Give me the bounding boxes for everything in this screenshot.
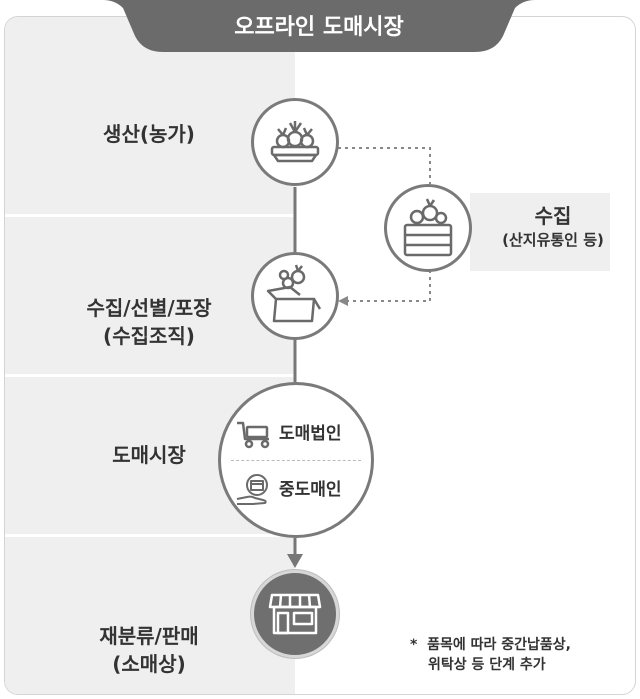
collection-title: 수집	[534, 204, 572, 228]
open-box-icon	[266, 264, 322, 323]
stage-label-retail: 재분류/판매 (소매상)	[4, 594, 294, 678]
footnote-line-1: * 품목에 따라 중간납품상,	[410, 635, 571, 655]
footnote-text-1: 품목에 따라 중간납품상,	[427, 637, 571, 653]
band-divider	[5, 534, 295, 537]
collection-circle	[384, 184, 472, 272]
stage-label-packing: 수집/선별/포장 (수집조직)	[4, 266, 294, 350]
packing-circle	[251, 252, 339, 340]
footnote: * 품목에 따라 중간납품상, 위탁상 등 단계 추가	[410, 635, 571, 675]
stage-label-text: 생산(농가)	[103, 122, 195, 146]
collection-subtitle: (산지유통인 등)	[502, 231, 604, 249]
band-packing	[5, 217, 295, 374]
cart-icon	[237, 421, 270, 449]
band-retail	[5, 537, 295, 694]
footnote-marker: *	[410, 637, 418, 653]
stage-label-text: 도매시장	[112, 443, 186, 467]
footnote-line-2: 위탁상 등 단계 추가	[410, 655, 571, 675]
intermediate-label: 중도매인	[279, 480, 342, 500]
collection-band	[470, 193, 610, 271]
storefront-icon	[268, 593, 322, 635]
band-divider	[5, 374, 295, 377]
footnote-text-2: 위탁상 등 단계 추가	[428, 657, 546, 673]
wholesale-divider	[231, 460, 361, 461]
band-divider	[5, 214, 295, 217]
hand-shop-icon	[236, 474, 268, 505]
wholesale-circle: 도매법인 중도매인	[218, 382, 374, 538]
title-tab	[103, 0, 535, 52]
production-circle	[251, 98, 339, 186]
stage-label-text: 수집/선별/포장 (수집조직)	[86, 296, 212, 348]
diagram-title: 오프라인 도매시장	[234, 15, 404, 40]
crate-icon	[403, 198, 453, 257]
stage-label-production: 생산(농가)	[4, 120, 294, 148]
corporation-label: 도매법인	[279, 424, 342, 444]
plant-basket-icon	[270, 121, 320, 163]
stage-label-wholesale: 도매시장	[4, 441, 294, 469]
stage-label-text: 재분류/판매 (소매상)	[99, 624, 199, 676]
collection-label: 수집 (산지유통인 등)	[478, 203, 628, 251]
retail-circle	[251, 570, 339, 658]
